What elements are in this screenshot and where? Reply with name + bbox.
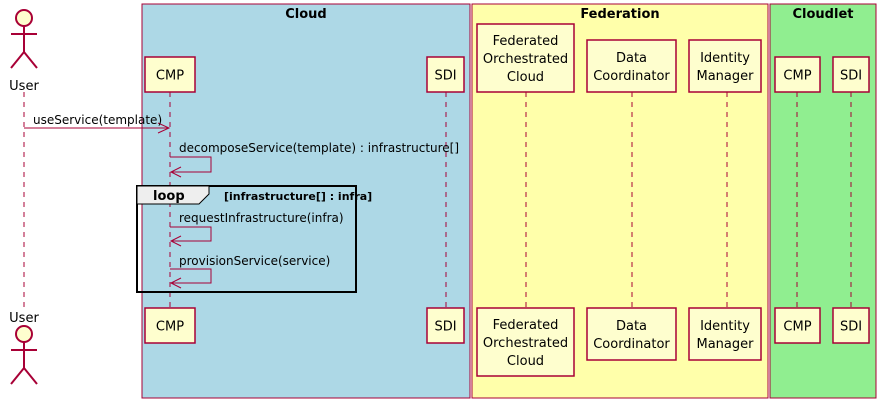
participant-box xyxy=(774,56,821,93)
participant-label: CMP xyxy=(156,320,184,335)
participant-box xyxy=(426,56,465,93)
actor-leg-left xyxy=(10,367,25,385)
message-label-provision: provisionService(service) xyxy=(179,254,330,268)
participant-label: Data xyxy=(616,51,647,66)
actor-user-top-label: User xyxy=(9,79,39,94)
participant-label: Coordinator xyxy=(593,337,670,352)
loop-frame: loop [infrastructure[] : infra] xyxy=(136,185,372,293)
self-message-request xyxy=(170,226,212,242)
actor-leg-right xyxy=(23,51,38,69)
participant-box xyxy=(774,307,821,344)
arrowhead-request xyxy=(169,235,182,247)
actor-user-top xyxy=(10,9,38,69)
loop-guard: [infrastructure[] : infra] xyxy=(224,190,372,203)
participant-cl_sdi-top: SDI xyxy=(832,56,870,93)
messages: useService(template) decomposeService(te… xyxy=(24,113,459,293)
loop-label: loop xyxy=(153,189,185,204)
participant-cl_cmp-bottom: CMP xyxy=(774,307,821,344)
participant-label: SDI xyxy=(434,69,456,84)
group-cloud-title: Cloud xyxy=(285,7,327,22)
actor-head xyxy=(15,9,33,27)
actor-user-bottom xyxy=(10,325,38,385)
self-message-decompose xyxy=(170,156,212,173)
participant-label: SDI xyxy=(840,320,862,335)
participant-label: Federated xyxy=(493,318,559,333)
message-label-useservice: useService(template) xyxy=(33,113,162,127)
participant-label: SDI xyxy=(434,320,456,335)
participant-label: Manager xyxy=(697,337,755,352)
participant-cmp-bottom: CMP xyxy=(144,307,196,344)
participant-label: Identity xyxy=(700,51,750,66)
participant-label: Cloud xyxy=(507,70,544,85)
participant-box xyxy=(476,307,575,377)
participant-label: CMP xyxy=(783,69,811,84)
self-message-provision xyxy=(170,268,212,284)
participant-box xyxy=(688,39,762,93)
participant-label: CMP xyxy=(783,320,811,335)
loop-frame-box xyxy=(136,185,357,293)
participant-sdi-top: SDI xyxy=(426,56,465,93)
participant-label: Orchestrated xyxy=(483,52,568,67)
actor-leg-left xyxy=(10,51,25,69)
participant-label: Orchestrated xyxy=(483,336,568,351)
group-federation-title: Federation xyxy=(580,7,659,22)
participant-label: CMP xyxy=(156,69,184,84)
participant-cmp-top: CMP xyxy=(144,56,196,93)
participant-box xyxy=(144,307,196,344)
participant-sdi-bottom: SDI xyxy=(426,307,465,344)
participant-box xyxy=(586,39,677,93)
participant-box xyxy=(476,23,575,93)
participant-box xyxy=(586,307,677,361)
participant-box xyxy=(832,307,870,344)
participant-label: Federated xyxy=(493,34,559,49)
participant-label: Manager xyxy=(697,69,755,84)
participant-box xyxy=(426,307,465,344)
participant-cl_sdi-bottom: SDI xyxy=(832,307,870,344)
loop-label-tab xyxy=(136,185,210,205)
message-label-decompose: decomposeService(template) : infrastruct… xyxy=(179,141,459,155)
participant-label: Identity xyxy=(700,319,750,334)
participants: CMPCMPSDISDIFederatedOrchestratedCloudFe… xyxy=(144,23,870,377)
arrowhead-useservice xyxy=(157,122,171,134)
arrowhead-decompose xyxy=(169,166,182,178)
actor-leg-right xyxy=(23,367,38,385)
participant-box xyxy=(144,56,196,93)
arrowhead-provision xyxy=(169,277,182,289)
participant-label: Coordinator xyxy=(593,69,670,84)
lifelines xyxy=(23,92,852,308)
group-cloudlet-title: Cloudlet xyxy=(793,7,854,22)
participant-label: Cloud xyxy=(507,354,544,369)
participant-cl_cmp-top: CMP xyxy=(774,56,821,93)
actor-user-bottom-label: User xyxy=(9,311,39,326)
actor-head xyxy=(15,325,33,343)
participant-label: Data xyxy=(616,319,647,334)
participant-box xyxy=(832,56,870,93)
participant-box xyxy=(688,307,762,361)
participant-label: SDI xyxy=(840,69,862,84)
message-label-request: requestInfrastructure(infra) xyxy=(179,211,344,225)
